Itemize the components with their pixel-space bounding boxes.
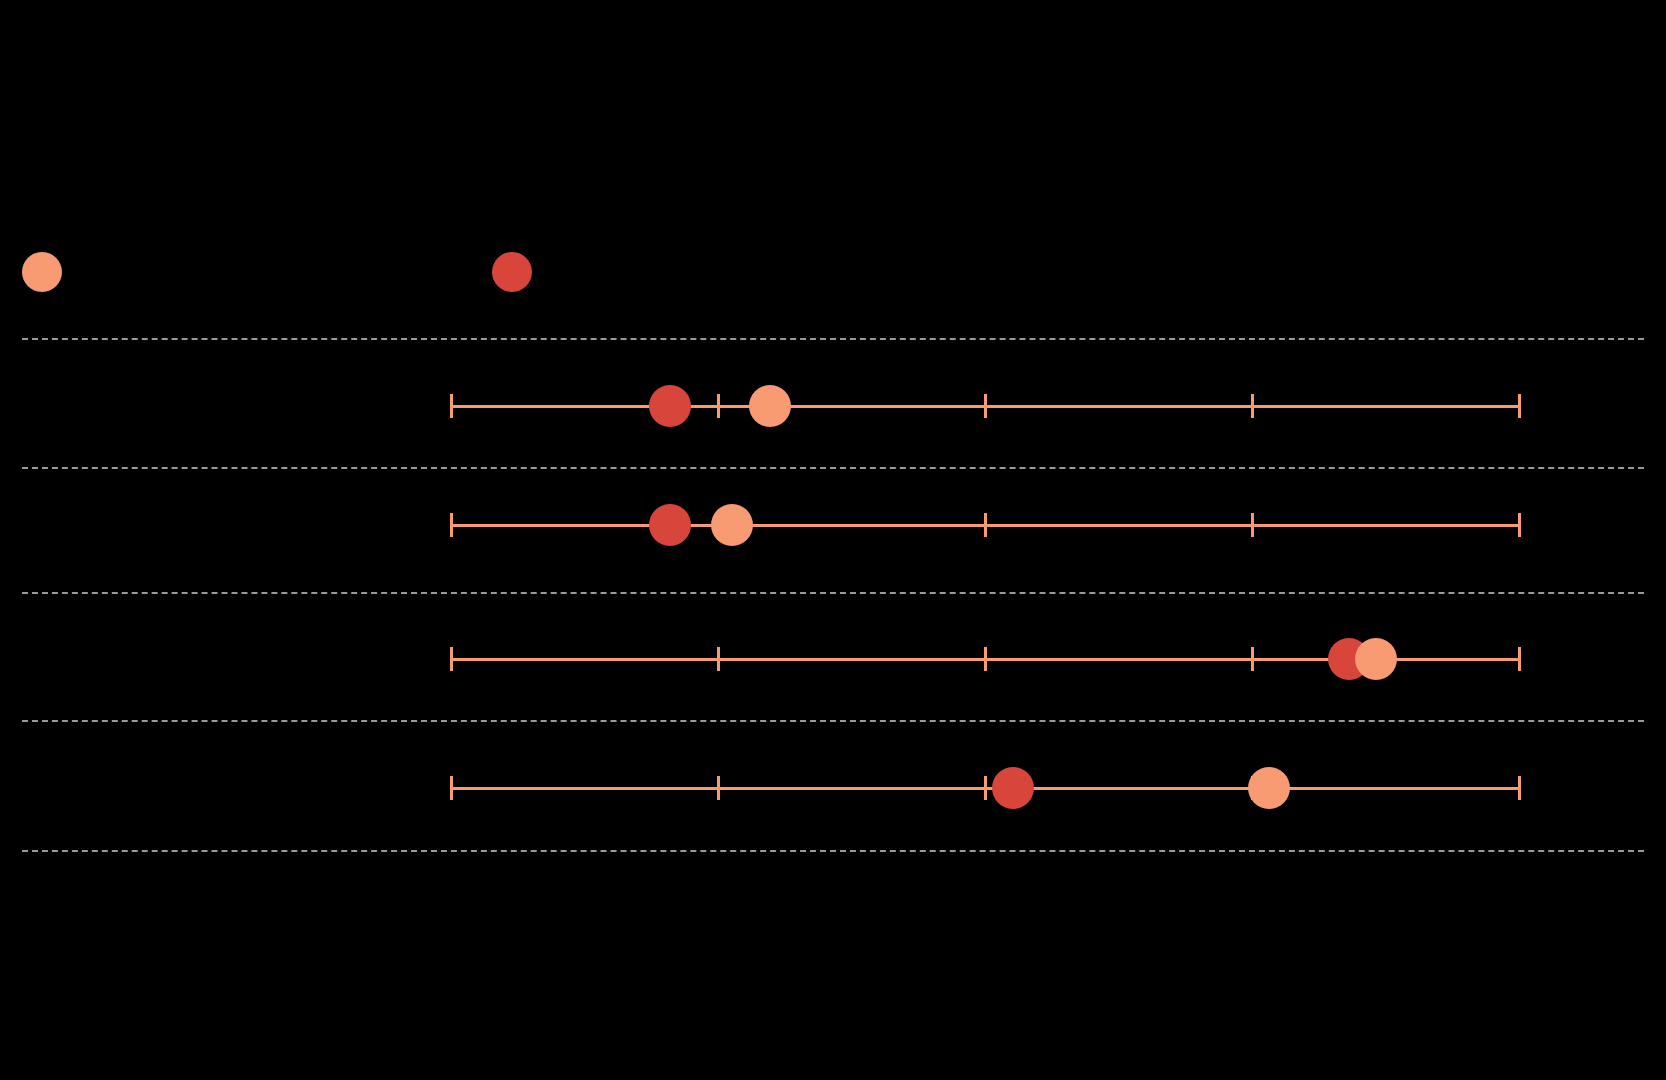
axis-tick xyxy=(984,647,987,671)
data-point-dot[interactable] xyxy=(649,385,691,427)
plot-row xyxy=(0,385,1666,427)
axis-tick xyxy=(450,513,453,537)
axis-tick xyxy=(1251,513,1254,537)
axis-tick xyxy=(984,394,987,418)
legend-entry[interactable] xyxy=(492,252,546,292)
axis-tick xyxy=(450,394,453,418)
plot-row xyxy=(0,638,1666,680)
data-point-dot[interactable] xyxy=(649,504,691,546)
axis-tick xyxy=(450,776,453,800)
axis-tick xyxy=(450,647,453,671)
data-point-dot[interactable] xyxy=(711,504,753,546)
axis-tick xyxy=(1251,647,1254,671)
legend-swatch-icon xyxy=(492,252,532,292)
axis-tick xyxy=(717,776,720,800)
plot-row xyxy=(0,767,1666,809)
axis-tick xyxy=(1518,776,1521,800)
axis-tick xyxy=(717,394,720,418)
axis-tick xyxy=(1251,394,1254,418)
separator-line xyxy=(22,467,1644,469)
axis-tick xyxy=(984,776,987,800)
data-point-dot[interactable] xyxy=(1355,638,1397,680)
data-point-dot[interactable] xyxy=(1248,767,1290,809)
separator-line xyxy=(22,592,1644,594)
axis-tick xyxy=(1518,647,1521,671)
data-point-dot[interactable] xyxy=(749,385,791,427)
data-point-dot[interactable] xyxy=(992,767,1034,809)
axis-tick xyxy=(1518,513,1521,537)
plot-row xyxy=(0,504,1666,546)
axis-tick xyxy=(717,647,720,671)
axis-tick xyxy=(984,513,987,537)
axis-tick xyxy=(1518,394,1521,418)
separator-line xyxy=(22,850,1644,852)
separator-line xyxy=(22,720,1644,722)
legend-entry[interactable] xyxy=(22,252,76,292)
legend-swatch-icon xyxy=(22,252,62,292)
separator-line xyxy=(22,338,1644,340)
